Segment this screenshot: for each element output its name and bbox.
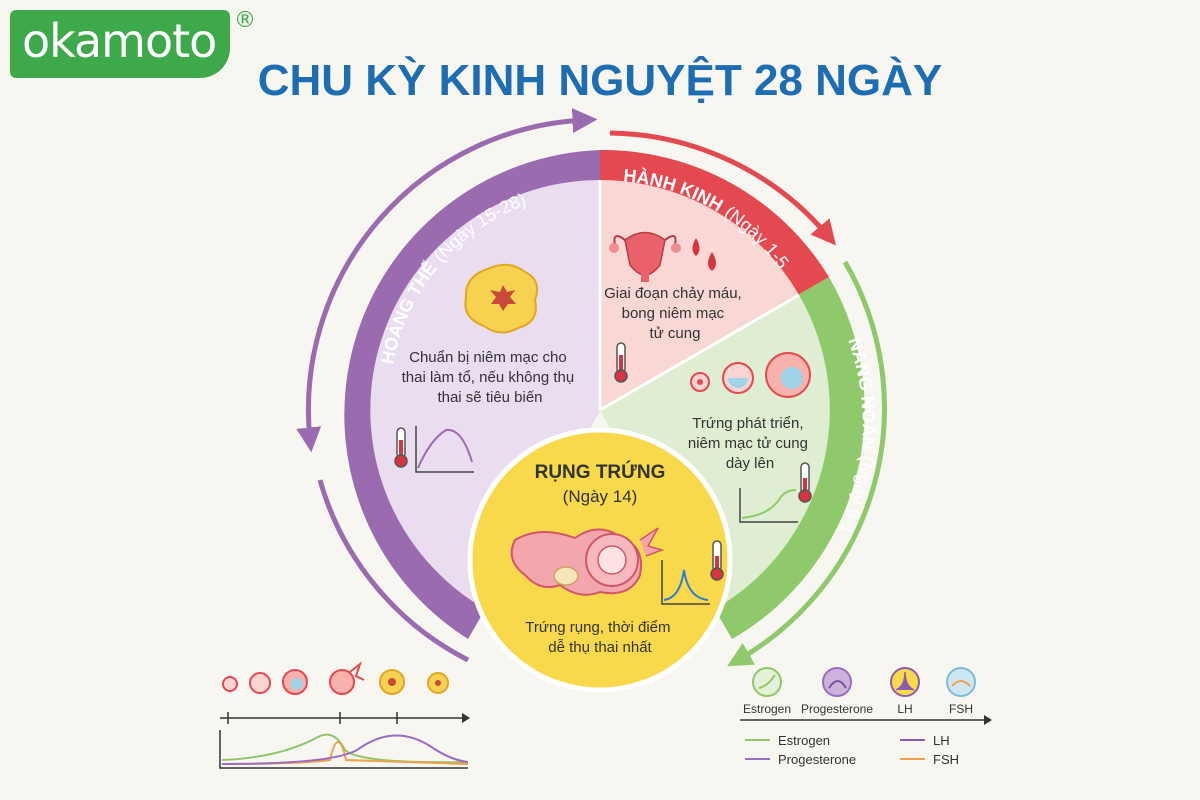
- follicular-description: Trứng phát triển, niêm mạc tử cung dày l…: [688, 415, 812, 472]
- page-title: CHU KỲ KINH NGUYỆT 28 NGÀY: [257, 56, 943, 105]
- follicle-icon: [690, 352, 811, 398]
- corpus-luteum-icon: [464, 263, 538, 334]
- menstruation-cycle-arrow: [609, 130, 837, 246]
- legend-label: LH: [933, 733, 950, 748]
- thermometer-icon: [798, 462, 812, 503]
- hormone-icons: [752, 667, 976, 697]
- sector-divider: [599, 293, 800, 412]
- menstruation-description: Giai đoạn chảy máu, bong niêm mạc tử cun…: [604, 285, 746, 342]
- luteal-cycle-arrow-lower: [317, 479, 470, 663]
- hormone-icon-label: Progesterone: [801, 702, 873, 716]
- registered-mark: ®: [234, 8, 256, 33]
- hormone-icon-label: LH: [897, 702, 912, 716]
- thermometer-icon: [614, 342, 628, 383]
- hormone-icon-label: Estrogen: [743, 702, 791, 716]
- follicle-icon: [222, 676, 238, 692]
- follicle-icon: [291, 678, 303, 690]
- legend-label: Progesterone: [778, 752, 856, 767]
- brand-logo: okamoto: [10, 10, 230, 78]
- thermometer-icon: [710, 540, 724, 581]
- ovulation-title: RỤNG TRỨNG: [535, 461, 666, 483]
- luteal-cycle-arrow: [296, 108, 598, 453]
- ovulating-follicle-icon: [329, 669, 355, 695]
- hormone-curve-icon: [661, 560, 710, 605]
- legend-label: FSH: [933, 752, 959, 767]
- ovulation-days: (Ngày 14): [563, 487, 638, 506]
- legend: Estrogen LH Progesterone FSH: [745, 733, 959, 767]
- estrogen-icon: [752, 667, 782, 697]
- ovary-icon: [510, 527, 665, 596]
- hormone-icon-label: FSH: [949, 702, 973, 716]
- ovulation-description: Trứng rụng, thời điểm dễ thụ thai nhất: [525, 619, 674, 656]
- blood-drop-icon: [692, 238, 716, 271]
- follicular-cycle-arrow: [727, 260, 887, 667]
- hormone-curve-icon: [739, 488, 798, 523]
- legend-label: Estrogen: [778, 733, 830, 748]
- follicle-timeline: [219, 661, 470, 769]
- uterus-icon: [609, 231, 681, 282]
- logo-text: okamoto: [22, 14, 217, 68]
- luteal-description: Chuẩn bị niêm mạc cho thai làm tổ, nếu k…: [402, 349, 579, 406]
- thermometer-icon: [394, 427, 408, 468]
- hormone-curve-icon: [415, 426, 474, 473]
- follicle-icon: [249, 672, 271, 694]
